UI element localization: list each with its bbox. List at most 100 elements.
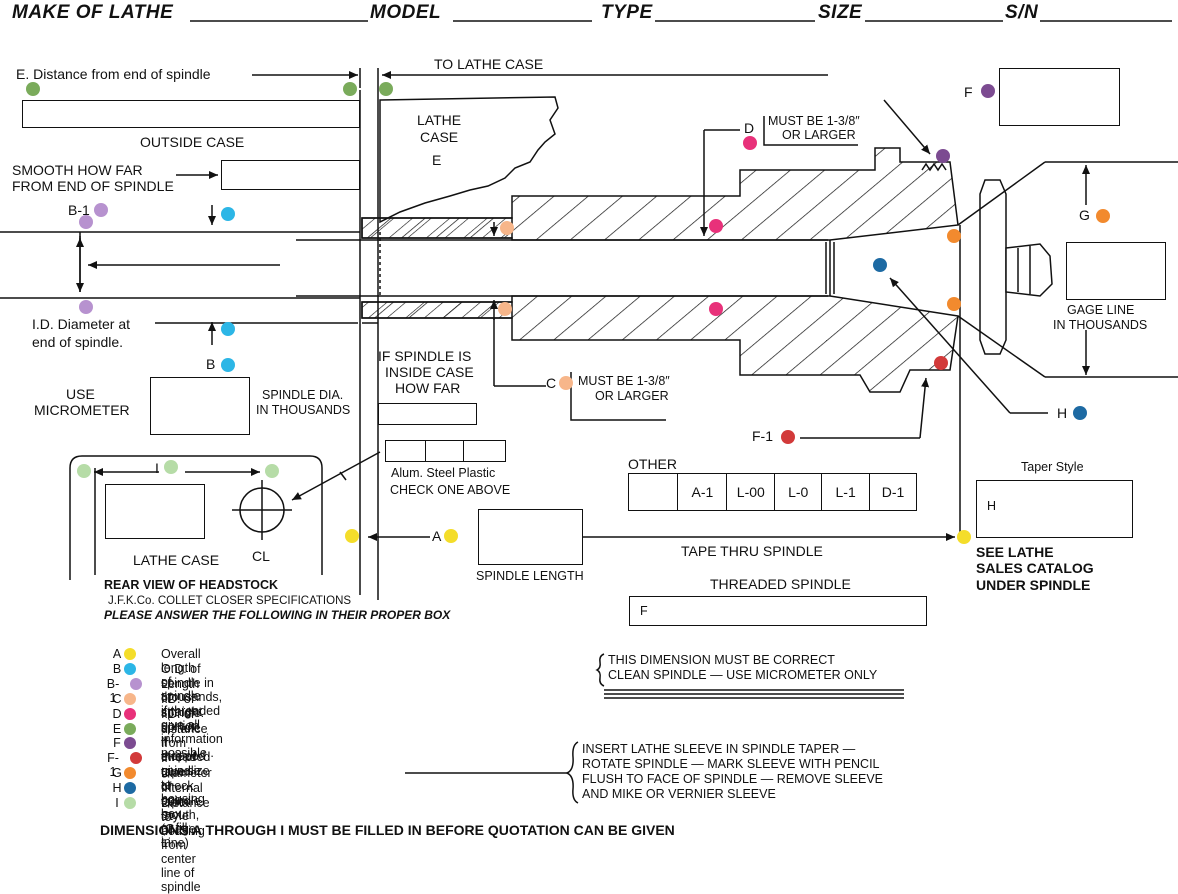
taper-style-h: H bbox=[987, 499, 997, 513]
g-label: G bbox=[1079, 207, 1090, 223]
id-diameter-label-2: end of spindle. bbox=[32, 334, 124, 350]
legend-text: I.D. of spindle if stepped bbox=[161, 706, 206, 763]
e-distance-label: E. Distance from end of spindle bbox=[16, 66, 211, 82]
if-spindle-3: HOW FAR bbox=[395, 380, 461, 396]
threaded-spindle-box[interactable]: F bbox=[629, 596, 927, 626]
gage-line-label-1: GAGE LINE bbox=[1067, 303, 1135, 317]
dot-g-2 bbox=[947, 229, 961, 243]
legend-key: F-1 bbox=[107, 751, 119, 780]
sleeve-note-3: FLUSH TO FACE OF SPINDLE — REMOVE SLEEVE bbox=[582, 772, 884, 786]
taper-option-other[interactable] bbox=[628, 473, 679, 511]
b-label: B bbox=[206, 356, 216, 372]
spindle-dia-box[interactable] bbox=[150, 377, 250, 435]
rear-view-frame bbox=[69, 455, 323, 580]
h-label: H bbox=[1057, 405, 1068, 421]
dot-b1-3 bbox=[79, 300, 93, 314]
legend-color-dot bbox=[124, 767, 136, 780]
make-of-lathe-label: MAKE OF LATHE bbox=[12, 2, 174, 23]
dot-c-1 bbox=[500, 221, 514, 235]
correct-note-1: THIS DIMENSION MUST BE CORRECT bbox=[608, 653, 835, 667]
see-lathe-1: SEE LATHE bbox=[976, 544, 1054, 560]
outside-case-label: OUTSIDE CASE bbox=[140, 134, 245, 150]
e-distance-box[interactable] bbox=[22, 100, 360, 128]
spindle-length-box[interactable] bbox=[478, 509, 583, 565]
legend-key: C bbox=[112, 691, 122, 706]
dot-i-2 bbox=[164, 460, 178, 474]
legend-key: A bbox=[112, 647, 122, 661]
c-must-2: OR LARGER bbox=[595, 389, 669, 403]
jfk-caption: J.F.K.Co. COLLET CLOSER SPECIFICATIONS bbox=[108, 595, 352, 607]
dot-b1-1 bbox=[94, 203, 108, 217]
legend-color-dot bbox=[124, 737, 136, 750]
rear-view-caption: REAR VIEW OF HEADSTOCK bbox=[104, 578, 279, 592]
sleeve-note-4: AND MIKE OR VERNIER SLEEVE bbox=[582, 787, 776, 801]
legend-text: Length of straight portion bbox=[161, 676, 202, 733]
smooth-label-1: SMOOTH HOW FAR bbox=[12, 162, 143, 178]
spindle-bottom-section bbox=[361, 295, 959, 393]
inside-case-box[interactable] bbox=[378, 403, 477, 425]
rear-view-box[interactable] bbox=[105, 484, 205, 539]
legend-key: I bbox=[115, 796, 119, 810]
taper-option-l00[interactable]: L-00 bbox=[725, 473, 776, 511]
legend-text: O.D. of spindle in thousands, if threade… bbox=[161, 661, 223, 760]
smooth-label-2: FROM END OF SPINDLE bbox=[12, 178, 174, 194]
correct-note-2: CLEAN SPINDLE — USE MICROMETER ONLY bbox=[608, 668, 878, 682]
f1-label: F-1 bbox=[752, 428, 773, 444]
dot-g-3 bbox=[947, 297, 961, 311]
legend-text: Internal taper Style bbox=[161, 781, 203, 824]
taper-option-d1[interactable]: D-1 bbox=[869, 473, 918, 511]
steel-checkbox[interactable] bbox=[425, 440, 465, 462]
alum-checkbox[interactable] bbox=[385, 440, 427, 462]
spindle-length-label: SPINDLE LENGTH bbox=[476, 569, 584, 583]
dot-e-1 bbox=[26, 82, 40, 96]
gage-line-box[interactable] bbox=[1066, 242, 1166, 300]
lathe-case-section bbox=[379, 96, 559, 224]
plastic-checkbox[interactable] bbox=[463, 440, 506, 462]
c-must-1: MUST BE 1-3/8″ bbox=[578, 374, 670, 388]
dot-i-1 bbox=[77, 464, 91, 478]
type-label: TYPE bbox=[601, 2, 653, 23]
model-label: MODEL bbox=[370, 2, 442, 23]
spindle-dia-label-2: IN THOUSANDS bbox=[256, 403, 351, 417]
legend-color-dot bbox=[130, 752, 142, 765]
legend-key: D bbox=[112, 706, 122, 721]
legend-key: B-1 bbox=[106, 676, 120, 705]
dot-b-2 bbox=[221, 322, 235, 336]
dot-a-3 bbox=[957, 530, 971, 544]
taper-option-l0[interactable]: L-0 bbox=[774, 473, 823, 511]
threaded-spindle-f: F bbox=[640, 604, 648, 618]
legend-color-dot bbox=[124, 692, 136, 705]
legend-text: If taper check one box or fill in bbox=[161, 751, 194, 850]
d-must-2: OR LARGER bbox=[782, 128, 856, 142]
smooth-box[interactable] bbox=[221, 160, 360, 190]
spindle-top-section bbox=[361, 147, 959, 241]
please-answer-caption: PLEASE ANSWER THE FOLLOWING IN THEIR PRO… bbox=[104, 608, 451, 622]
sn-label: S/N bbox=[1005, 2, 1039, 23]
size-label: SIZE bbox=[818, 2, 863, 23]
dot-c-2 bbox=[498, 302, 512, 316]
lathe-case-text-1: LATHE bbox=[417, 112, 462, 128]
dot-e-2 bbox=[343, 82, 357, 96]
f-box[interactable] bbox=[999, 68, 1120, 126]
legend-key: F bbox=[113, 736, 121, 751]
see-lathe-3: UNDER SPINDLE bbox=[976, 577, 1091, 593]
taper-option-a1[interactable]: A-1 bbox=[677, 473, 728, 511]
taper-options-row: A-1 L-00 L-0 L-1 D-1 bbox=[628, 473, 918, 511]
dot-e-3 bbox=[379, 82, 393, 96]
spindle-dia-label-1: SPINDLE DIA. bbox=[262, 388, 344, 402]
dot-h-1 bbox=[873, 258, 887, 272]
i-label: I bbox=[155, 460, 159, 476]
legend-key: H bbox=[112, 781, 122, 796]
dot-i-3 bbox=[265, 464, 279, 478]
if-spindle-2: INSIDE CASE bbox=[385, 364, 474, 380]
threaded-spindle-label: THREADED SPINDLE bbox=[710, 576, 851, 592]
tape-thru-label: TAPE THRU SPINDLE bbox=[681, 543, 823, 559]
lathe-case-rear-label: LATHE CASE bbox=[133, 552, 220, 568]
check-one-label: CHECK ONE ABOVE bbox=[390, 483, 511, 497]
legend-text: Overall length of spindle bbox=[161, 647, 201, 703]
dot-f1-1 bbox=[934, 356, 948, 370]
dot-b1-2 bbox=[79, 215, 93, 229]
taper-style-box[interactable]: H bbox=[976, 480, 1133, 538]
micrometer-label: MICROMETER bbox=[34, 402, 130, 418]
taper-option-l1[interactable]: L-1 bbox=[820, 473, 871, 511]
